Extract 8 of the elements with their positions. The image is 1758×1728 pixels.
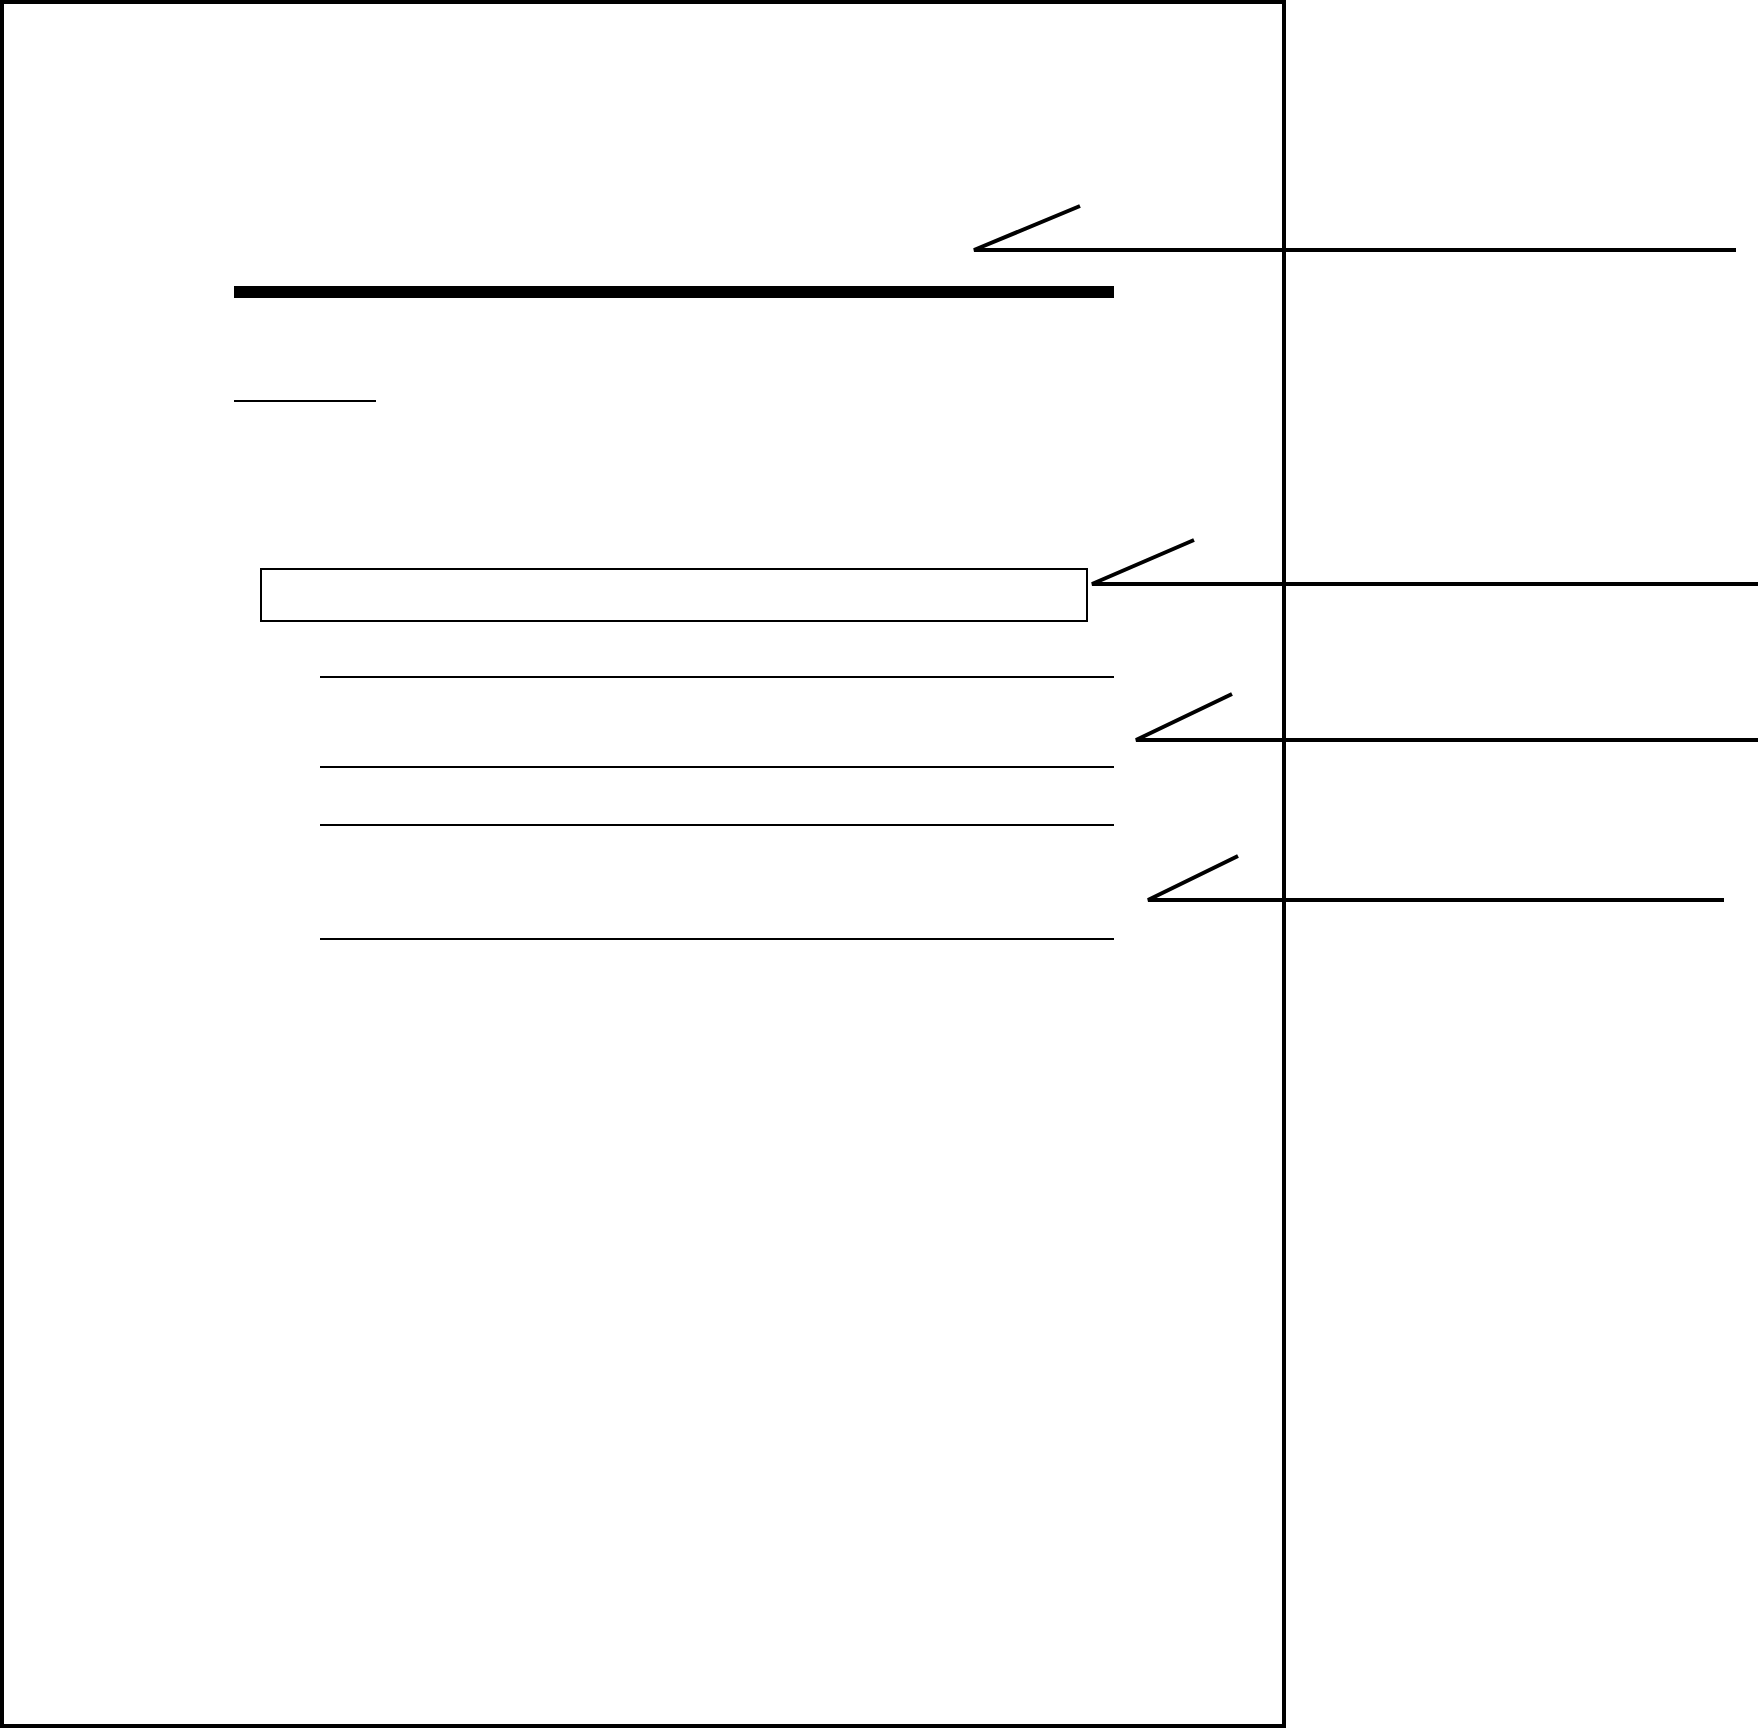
leader-line — [1090, 538, 1758, 586]
leader-line — [972, 204, 1736, 252]
leader-line — [1146, 854, 1724, 902]
leader-line — [1134, 692, 1758, 742]
ruled-band — [320, 676, 1114, 768]
page-outline — [0, 0, 1286, 1728]
ruled-band — [320, 824, 1114, 940]
framed-field — [260, 568, 1088, 622]
